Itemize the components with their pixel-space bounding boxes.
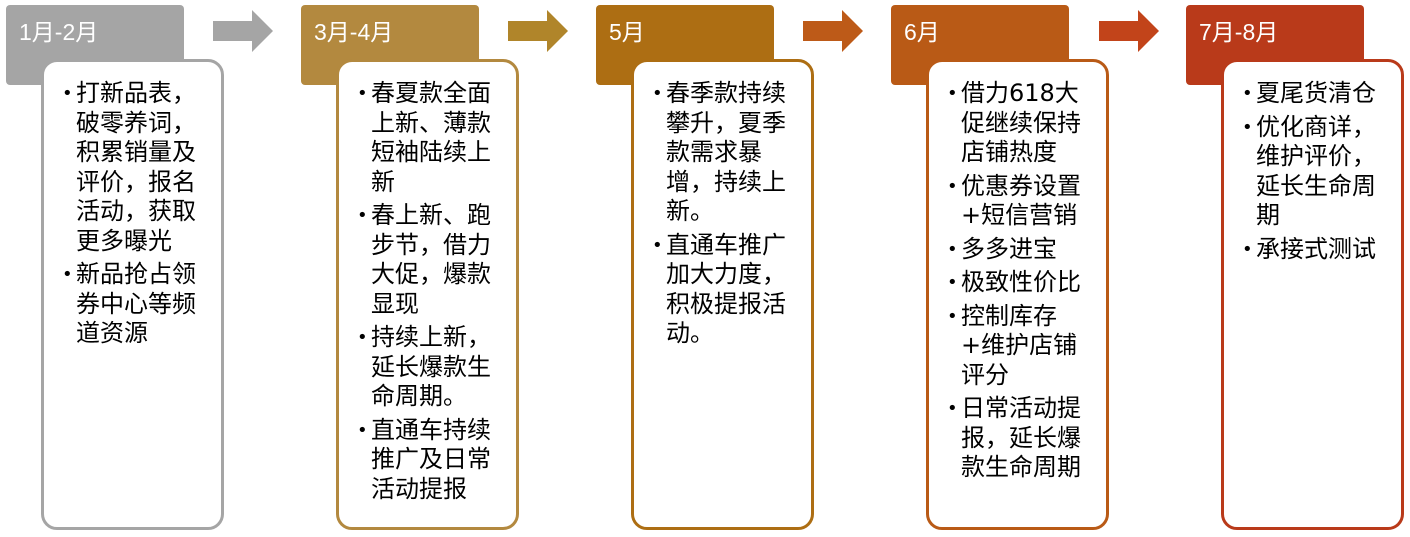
list-item-text: 春季款持续攀升，夏季款需求暴增，持续上新。	[666, 79, 786, 225]
list-item-text: 新品抢占领券中心等频道资源	[76, 260, 196, 347]
phase-item-list: •春夏款全面上新、薄款短袖陆续上新•春上新、跑步节，借力大促，爆款显现•持续上新…	[357, 79, 510, 504]
bullet-icon: •	[947, 175, 958, 197]
phase-3: 5月•春季款持续攀升，夏季款需求暴增，持续上新。•直通车推广加大力度，积极提报活…	[590, 0, 850, 537]
list-item-text: 借力618大促继续保持店铺热度	[961, 79, 1081, 166]
list-item: •春季款持续攀升，夏季款需求暴增，持续上新。	[652, 79, 805, 227]
phase-card: •夏尾货清仓•优化商详，维护评价，延长生命周期•承接式测试	[1221, 59, 1404, 530]
bullet-icon: •	[652, 83, 663, 104]
bullet-icon: •	[947, 238, 958, 260]
bullet-icon: •	[357, 419, 368, 441]
phase-4: 6月•借力618大促继续保持店铺热度•优惠券设置+短信营销•多多进宝•极致性价比…	[885, 0, 1145, 537]
bullet-icon: •	[652, 234, 663, 256]
list-item: •承接式测试	[1242, 235, 1395, 265]
bullet-icon: •	[357, 327, 368, 348]
arrow-right-icon	[803, 10, 863, 52]
list-item: •多多进宝	[947, 235, 1100, 265]
list-item: •日常活动提报，延长爆款生命周期	[947, 394, 1100, 483]
list-item: •优惠券设置+短信营销	[947, 172, 1100, 231]
list-item: •春夏款全面上新、薄款短袖陆续上新	[357, 79, 510, 197]
list-item: •持续上新，延长爆款生命周期。	[357, 323, 510, 412]
phase-item-list: •夏尾货清仓•优化商详，维护评价，延长生命周期•承接式测试	[1242, 79, 1395, 264]
list-item-text: 春夏款全面上新、薄款短袖陆续上新	[371, 79, 491, 196]
list-item: •直通车持续推广及日常活动提报	[357, 416, 510, 505]
arrow-right-icon	[508, 10, 568, 52]
list-item: •夏尾货清仓	[1242, 79, 1395, 109]
list-item-text: 打新品表，破零养词，积累销量及评价，报名活动，获取更多曝光	[76, 79, 196, 255]
phase-item-list: •借力618大促继续保持店铺热度•优惠券设置+短信营销•多多进宝•极致性价比•控…	[947, 79, 1100, 483]
bullet-icon: •	[62, 264, 73, 285]
arrow-right-icon	[1099, 10, 1159, 52]
bullet-icon: •	[947, 305, 958, 327]
list-item: •打新品表，破零养词，积累销量及评价，报名活动，获取更多曝光	[62, 79, 215, 256]
bullet-icon: •	[1242, 238, 1253, 260]
phase-1: 1月-2月•打新品表，破零养词，积累销量及评价，报名活动，获取更多曝光•新品抢占…	[0, 0, 260, 537]
list-item: •借力618大促继续保持店铺热度	[947, 79, 1100, 168]
list-item: •春上新、跑步节，借力大促，爆款显现	[357, 201, 510, 319]
phase-2: 3月-4月•春夏款全面上新、薄款短袖陆续上新•春上新、跑步节，借力大促，爆款显现…	[295, 0, 555, 537]
phase-card: •打新品表，破零养词，积累销量及评价，报名活动，获取更多曝光•新品抢占领券中心等…	[41, 59, 224, 530]
list-item-text: 优化商详，维护评价，延长生命周期	[1256, 112, 1376, 230]
list-item-text: 夏尾货清仓	[1256, 79, 1376, 107]
bullet-icon: •	[947, 398, 958, 419]
bullet-icon: •	[1242, 83, 1253, 104]
list-item: •控制库存+维护店铺评分	[947, 302, 1100, 391]
phase-item-list: •打新品表，破零养词，积累销量及评价，报名活动，获取更多曝光•新品抢占领券中心等…	[62, 79, 215, 349]
bullet-icon: •	[947, 83, 958, 104]
list-item-text: 多多进宝	[961, 234, 1057, 263]
phase-item-list: •春季款持续攀升，夏季款需求暴增，持续上新。•直通车推广加大力度，积极提报活动。	[652, 79, 805, 349]
list-item-text: 直通车持续推广及日常活动提报	[371, 415, 491, 503]
bullet-icon: •	[62, 83, 73, 104]
list-item-text: 春上新、跑步节，借力大促，爆款显现	[371, 201, 491, 318]
list-item-text: 优惠券设置+短信营销	[961, 171, 1081, 230]
phase-card: •春季款持续攀升，夏季款需求暴增，持续上新。•直通车推广加大力度，积极提报活动。	[631, 59, 814, 530]
bullet-icon: •	[1242, 116, 1253, 138]
list-item: •极致性价比	[947, 268, 1100, 298]
list-item-text: 持续上新，延长爆款生命周期。	[371, 323, 491, 410]
phase-card: •春夏款全面上新、薄款短袖陆续上新•春上新、跑步节，借力大促，爆款显现•持续上新…	[336, 59, 519, 530]
bullet-icon: •	[947, 272, 958, 293]
bullet-icon: •	[357, 83, 368, 104]
list-item-text: 极致性价比	[961, 268, 1081, 296]
list-item-text: 控制库存+维护店铺评分	[961, 301, 1078, 389]
list-item-text: 日常活动提报，延长爆款生命周期	[961, 394, 1081, 481]
list-item-text: 承接式测试	[1256, 234, 1376, 263]
list-item-text: 直通车推广加大力度，积极提报活动。	[666, 230, 786, 348]
bullet-icon: •	[357, 205, 368, 226]
arrow-right-icon	[213, 10, 273, 52]
list-item: •优化商详，维护评价，延长生命周期	[1242, 113, 1395, 231]
list-item: •新品抢占领券中心等频道资源	[62, 260, 215, 349]
phase-card: •借力618大促继续保持店铺热度•优惠券设置+短信营销•多多进宝•极致性价比•控…	[926, 59, 1109, 530]
phase-5: 7月-8月•夏尾货清仓•优化商详，维护评价，延长生命周期•承接式测试	[1180, 0, 1410, 537]
list-item: •直通车推广加大力度，积极提报活动。	[652, 231, 805, 349]
